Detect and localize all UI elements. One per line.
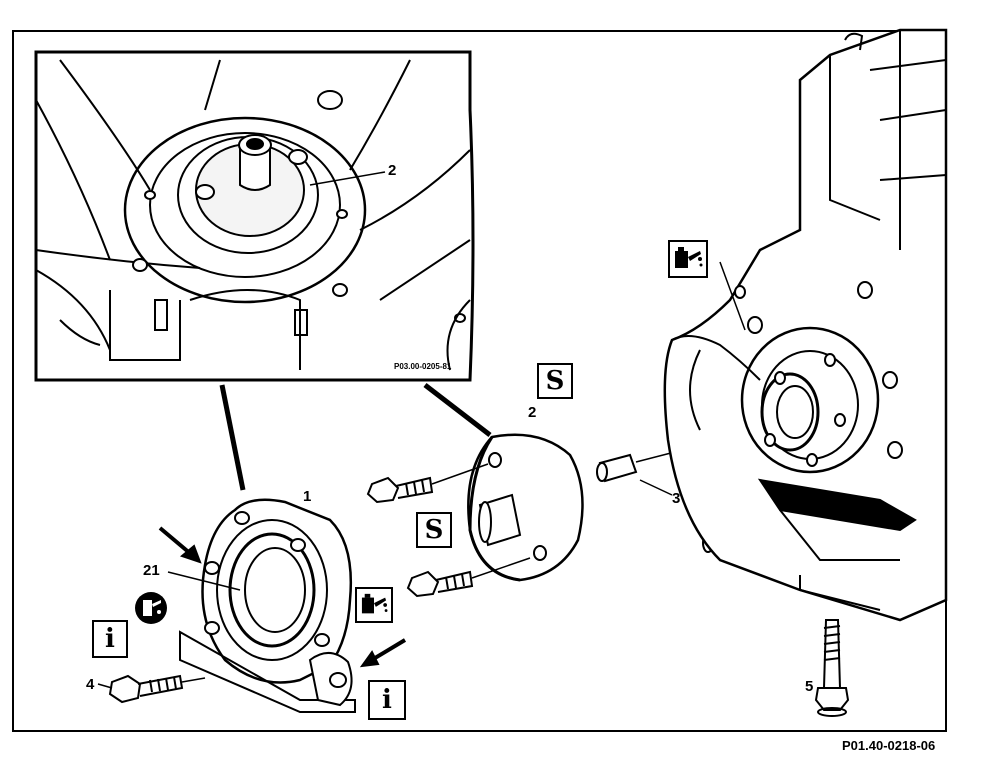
installer-tool xyxy=(366,433,584,598)
inset-view xyxy=(34,50,475,382)
callout-3: 3 xyxy=(672,490,681,507)
info-symbol-label: i xyxy=(382,685,392,715)
arrow-icon xyxy=(158,526,407,668)
torque-symbol-label: S xyxy=(545,366,565,396)
oil-can-icon xyxy=(355,587,393,623)
callout-2-tool: 2 xyxy=(528,404,537,421)
engine-block xyxy=(663,28,948,622)
oil-can-glyph xyxy=(361,593,388,614)
inset-reference: P03.00-0205-81 xyxy=(394,362,452,371)
info-icon: i xyxy=(92,620,128,658)
callout-4: 4 xyxy=(86,676,95,693)
torque-symbol-label: S xyxy=(424,515,444,545)
callout-2-inset: 2 xyxy=(388,162,397,179)
oil-can-glyph xyxy=(675,247,703,268)
info-icon: i xyxy=(368,680,406,720)
bolt-4 xyxy=(97,674,206,704)
sealant-icon xyxy=(133,590,169,626)
callout-1: 1 xyxy=(303,488,312,505)
oil-can-icon xyxy=(668,240,708,278)
sealant-glyph xyxy=(135,592,167,624)
info-symbol-label: i xyxy=(105,624,115,654)
rear-seal-cover xyxy=(167,498,356,713)
torque-wrench-icon: S xyxy=(537,363,573,399)
callout-5: 5 xyxy=(805,678,814,695)
figure-reference: P01.40-0218-06 xyxy=(842,738,936,753)
callout-21: 21 xyxy=(143,562,160,579)
torque-wrench-icon: S xyxy=(416,512,452,548)
bolt-5 xyxy=(814,619,850,717)
